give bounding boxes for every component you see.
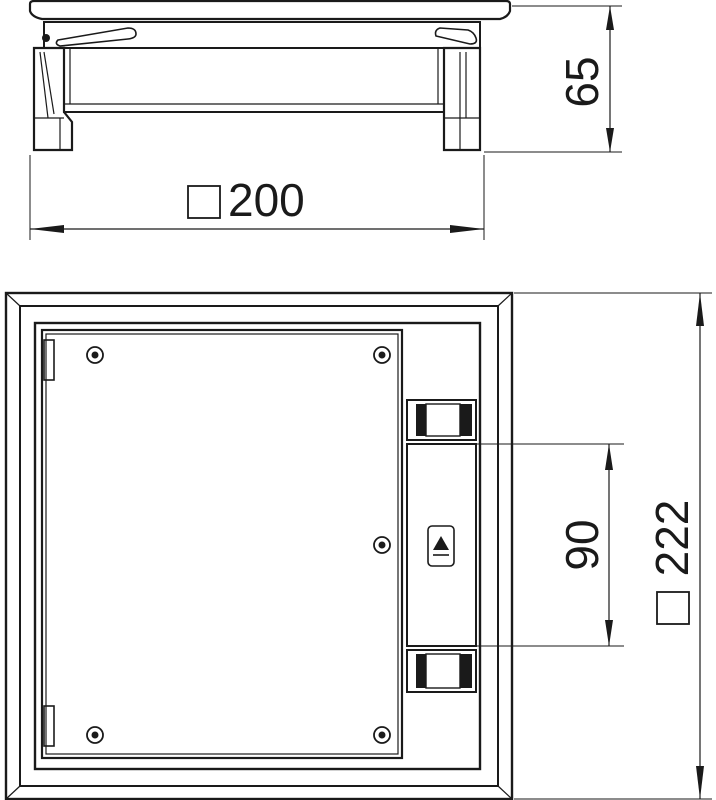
cable-outlet: [406, 443, 477, 647]
dim-65-label: 65: [556, 56, 608, 107]
side-right-slot: [434, 27, 478, 45]
clip-upper: [406, 399, 477, 441]
side-tray-upper: [43, 21, 481, 49]
dim-65-arrow-bottom: [606, 128, 614, 152]
side-left-leg: [32, 46, 74, 152]
dim-65-arrow-top: [606, 6, 614, 30]
insert-tray: [33, 321, 482, 771]
lid: [40, 328, 404, 760]
dim-200-label: 200: [228, 174, 305, 226]
side-flange: [28, 0, 512, 21]
outer-frame: [4, 291, 514, 800]
dim-200-arrow-left: [30, 225, 64, 233]
left-hinge-bottom: [43, 705, 55, 747]
dim-200-arrow-right: [450, 225, 484, 233]
side-view: 65 200: [28, 0, 622, 240]
dim-222-arrow-top: [696, 293, 704, 326]
clip-lower: [406, 649, 477, 693]
dim-90-label: 90: [556, 519, 608, 570]
top-view: 90 222: [4, 291, 712, 800]
dim-90-arrow-bottom: [605, 620, 613, 646]
dim-222-label: 222: [646, 500, 698, 577]
left-hinge-top: [43, 339, 55, 381]
dim-90-arrow-top: [605, 444, 613, 470]
side-body: [63, 48, 445, 113]
dim-222-arrow-bottom: [696, 766, 704, 799]
side-left-slot: [55, 27, 137, 47]
screw-middle-right: [373, 536, 391, 554]
square-symbol-222: [656, 591, 690, 625]
square-symbol: [187, 185, 221, 219]
inner-frame: [19, 305, 499, 787]
screw-top-left: [86, 346, 104, 364]
screw-top-right: [373, 346, 391, 364]
side-left-screw: [42, 34, 50, 42]
side-right-leg: [442, 46, 482, 152]
outlet-latch: [427, 525, 455, 567]
screw-bottom-left: [86, 726, 104, 744]
screw-bottom-right: [373, 726, 391, 744]
